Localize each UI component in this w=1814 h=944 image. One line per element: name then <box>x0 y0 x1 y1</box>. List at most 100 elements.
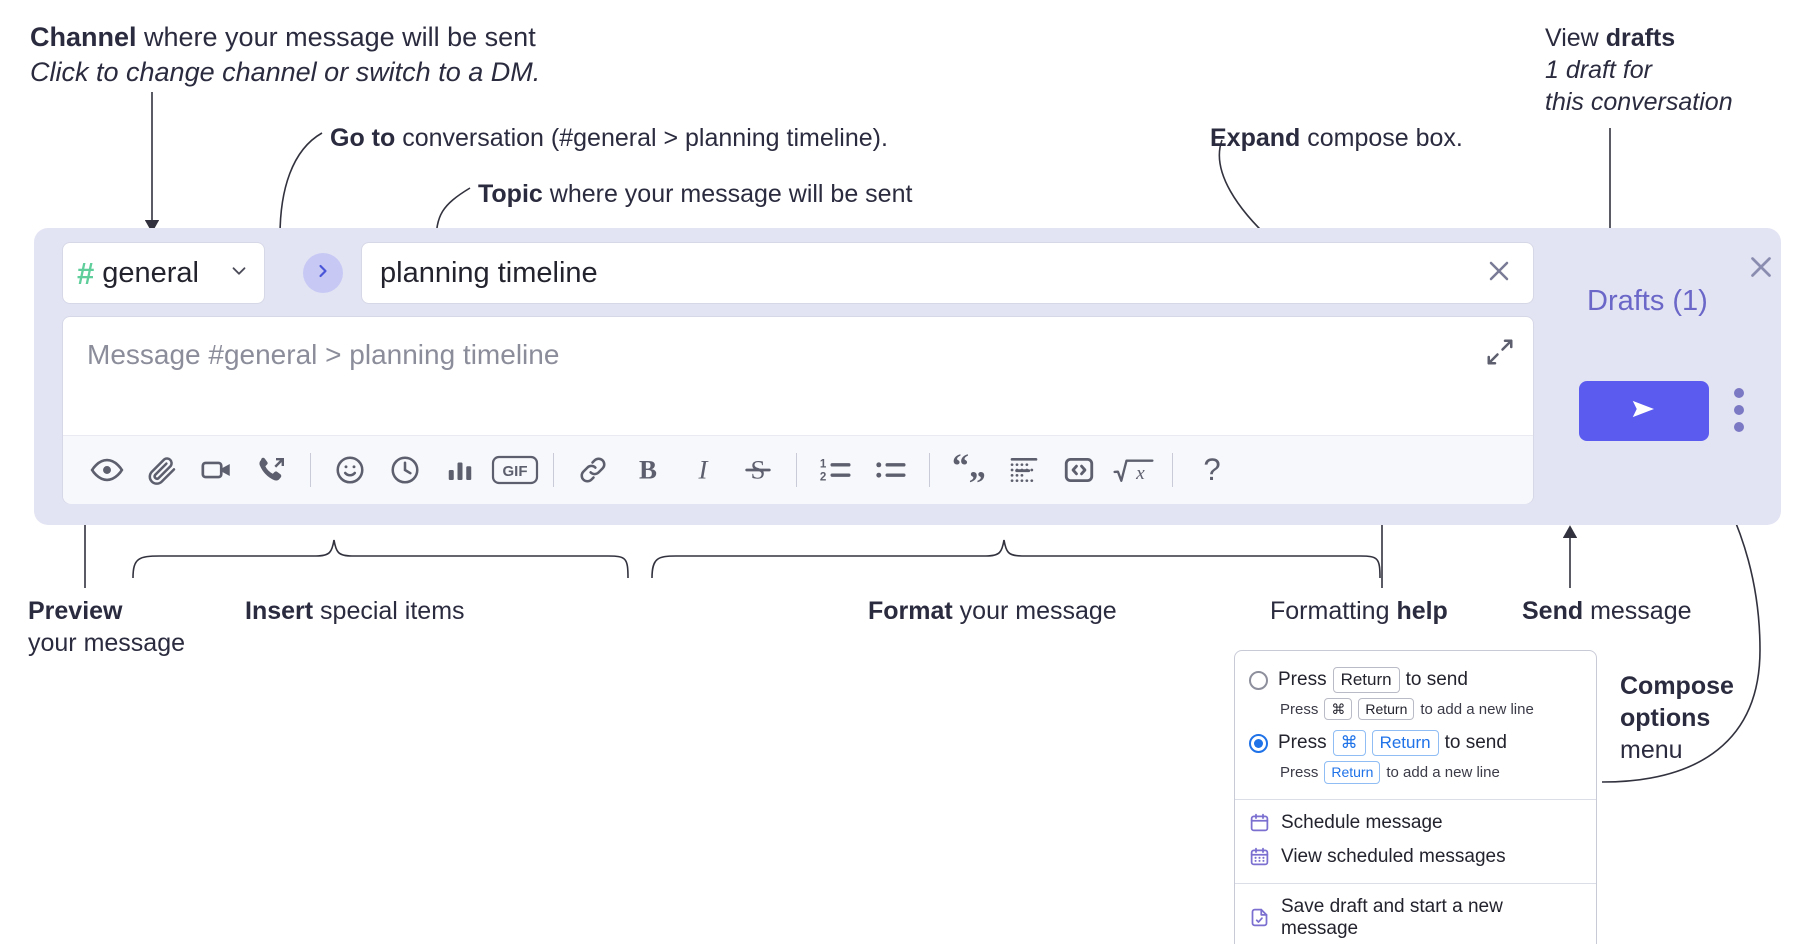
emoji-icon[interactable] <box>322 444 377 496</box>
clock-icon[interactable] <box>377 444 432 496</box>
svg-text:x: x <box>1135 463 1145 484</box>
annotation-channel-rest: where your message will be sent <box>136 22 536 52</box>
menu-radio-label: Press ⌘ Return to send <box>1278 730 1507 757</box>
poll-icon[interactable] <box>432 444 487 496</box>
toolbar-separator <box>310 453 311 487</box>
channel-selector[interactable]: # general <box>62 242 265 304</box>
bullet-list-icon[interactable] <box>863 444 918 496</box>
audio-call-icon[interactable] <box>244 444 299 496</box>
press-word: Press <box>1278 732 1327 754</box>
close-icon[interactable] <box>1744 250 1778 289</box>
expand-icon[interactable] <box>1485 337 1515 372</box>
toolbar-separator <box>1172 453 1173 487</box>
annotation-drafts-italic2: this conversation <box>1545 88 1733 116</box>
menu-radio-option[interactable]: Press Return to send <box>1235 663 1596 695</box>
svg-text:1: 1 <box>819 458 826 470</box>
press-word: Press <box>1278 669 1327 691</box>
menu-item-save-draft[interactable]: Save draft and start a new message <box>1235 890 1596 944</box>
menu-radio-sublabel: Press Return to add a new line <box>1235 758 1596 789</box>
annotation-format: Format your message <box>868 595 1117 627</box>
annotation-compose-rest: menu <box>1620 736 1683 764</box>
close-icon[interactable] <box>1483 255 1515 292</box>
menu-divider <box>1235 882 1596 884</box>
annotation-expand-rest: compose box. <box>1300 124 1463 152</box>
menu-item-schedule-message[interactable]: Schedule message <box>1235 806 1596 840</box>
radio-selected[interactable] <box>1249 733 1268 753</box>
svg-text:“„: “„ <box>952 453 986 485</box>
annotation-expand-bold: Expand <box>1210 124 1301 152</box>
save-draft-icon <box>1249 907 1270 928</box>
menu-item-label: View scheduled messages <box>1281 845 1506 867</box>
more-vertical-icon-dot <box>1734 405 1744 415</box>
compose-inner: # general planning timeline <box>48 242 1548 512</box>
goto-conversation-button[interactable] <box>303 253 343 293</box>
annotation-insert: Insert special items <box>245 595 465 627</box>
inline-code-icon[interactable] <box>1051 444 1106 496</box>
code-block-icon[interactable] <box>996 444 1051 496</box>
annotation-send-rest: message <box>1583 597 1692 625</box>
annotation-preview: Preview your message <box>28 595 185 659</box>
key-chip: Return <box>1371 730 1439 757</box>
menu-item-label: Schedule message <box>1281 811 1443 833</box>
compose-options-menu-button[interactable] <box>1734 388 1744 432</box>
link-icon[interactable] <box>565 444 620 496</box>
menu-divider <box>1235 798 1596 800</box>
gif-icon[interactable]: GIF <box>487 444 542 496</box>
calendar-icon <box>1249 812 1270 833</box>
blockquote-icon[interactable]: “„ <box>941 444 996 496</box>
toolbar-separator <box>796 453 797 487</box>
suffix-text: to send <box>1405 669 1468 691</box>
svg-text:GIF: GIF <box>502 463 527 480</box>
annotation-compose-bold1: Compose <box>1620 672 1734 700</box>
video-icon[interactable] <box>189 444 244 496</box>
preview-icon[interactable] <box>79 444 134 496</box>
message-input-box[interactable]: Message #general > planning timeline <box>62 316 1534 504</box>
compose-panel: # general planning timeline <box>34 228 1781 525</box>
attachment-icon[interactable] <box>134 444 189 496</box>
svg-text:?: ? <box>1203 453 1220 487</box>
annotation-topic: Topic where your message will be sent <box>478 178 912 210</box>
compose-header-row: # general planning timeline <box>48 242 1548 304</box>
suffix-text: to add a new line <box>1420 700 1534 718</box>
send-button[interactable] <box>1579 381 1709 441</box>
hash-icon: # <box>77 255 95 291</box>
svg-text:I: I <box>697 455 709 485</box>
bold-icon[interactable]: B <box>620 444 675 496</box>
annotation-goto: Go to conversation (#general > planning … <box>330 122 888 154</box>
menu-item-view-scheduled-messages[interactable]: View scheduled messages <box>1235 840 1596 874</box>
menu-radio-option[interactable]: Press ⌘ Return to send <box>1235 726 1596 758</box>
key-chip: Return <box>1332 667 1400 694</box>
svg-text:B: B <box>639 455 657 485</box>
help-icon[interactable]: ? <box>1184 444 1239 496</box>
menu-radio-label: Press Return to send <box>1278 667 1468 694</box>
topic-input[interactable]: planning timeline <box>361 242 1534 304</box>
annotation-help: Formatting help <box>1270 595 1448 627</box>
toolbar-separator <box>553 453 554 487</box>
annotation-send-bold: Send <box>1522 597 1584 625</box>
drafts-link[interactable]: Drafts (1) <box>1587 285 1708 317</box>
calendar-grid-icon <box>1249 846 1270 867</box>
annotation-preview-line2: your message <box>28 629 186 657</box>
topic-value: planning timeline <box>380 256 598 289</box>
strikethrough-icon[interactable]: S <box>730 444 785 496</box>
italic-icon[interactable]: I <box>675 444 730 496</box>
press-word: Press <box>1280 763 1319 781</box>
formatting-toolbar: GIF B I S <box>63 436 1533 504</box>
key-chip: Return <box>1324 761 1381 784</box>
annotation-format-bold: Format <box>868 597 953 625</box>
annotation-channel: Channel where your message will be sent … <box>30 20 540 89</box>
math-icon[interactable]: x <box>1106 444 1161 496</box>
annotation-drafts-italic1: 1 draft for <box>1545 56 1652 84</box>
annotation-drafts-prefix: View <box>1545 24 1606 52</box>
more-vertical-icon-dot <box>1734 388 1744 398</box>
annotation-format-rest: your message <box>952 597 1117 625</box>
chevron-right-icon <box>313 261 333 286</box>
suffix-text: to add a new line <box>1386 763 1500 781</box>
annotation-drafts: View drafts 1 draft for this conversatio… <box>1545 22 1733 118</box>
annotation-topic-rest: where your message will be sent <box>542 180 913 208</box>
radio-unselected[interactable] <box>1249 670 1268 690</box>
annotation-insert-bold: Insert <box>245 597 314 625</box>
menu-radio-sublabel: Press ⌘ Return to add a new line <box>1235 695 1596 726</box>
key-chip: ⌘ <box>1332 730 1366 757</box>
ordered-list-icon[interactable]: 1 2 <box>808 444 863 496</box>
